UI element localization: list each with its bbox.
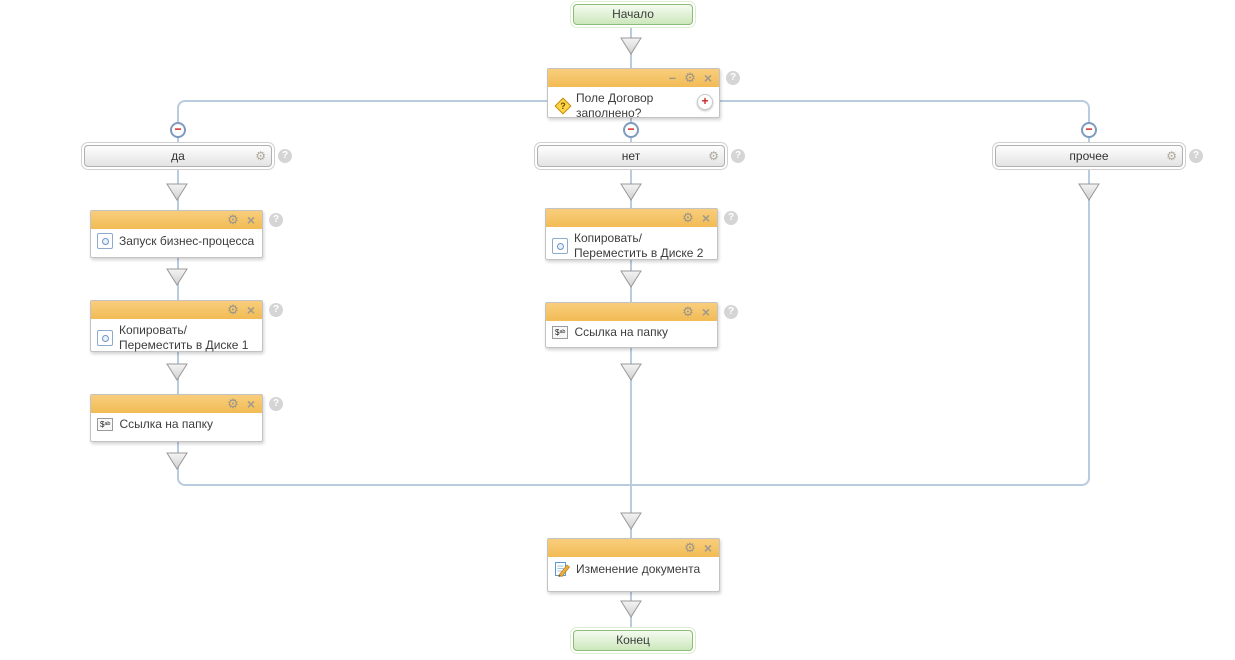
activity-label: Копировать/Переместить в Диске 1 — [119, 323, 249, 352]
help-icon[interactable]: ? — [1189, 149, 1203, 163]
flow-arrow-icon[interactable] — [620, 183, 642, 201]
business-process-icon — [97, 233, 113, 249]
connector-corner — [718, 100, 1090, 146]
start-node: Начало — [573, 4, 693, 25]
activity-label: Ссылка на папку — [119, 417, 213, 431]
branch-other-label: прочее — [1069, 149, 1109, 163]
add-branch-icon[interactable]: + — [697, 94, 713, 110]
close-icon[interactable]: × — [701, 210, 710, 226]
connector-corner — [177, 442, 631, 486]
flow-arrow-icon[interactable] — [166, 268, 188, 286]
gear-icon[interactable]: ⚙ — [708, 149, 719, 163]
copy-move-icon — [97, 330, 113, 346]
help-icon[interactable]: ? — [726, 71, 740, 85]
close-icon[interactable]: × — [246, 302, 255, 318]
variable-icon: $ᵃᵇ — [97, 418, 114, 431]
activity-block-folder-link-middle[interactable]: ⚙ × $ᵃᵇ Ссылка на папку — [545, 302, 718, 348]
collapse-branch-icon[interactable]: − — [1081, 122, 1097, 138]
block-header: ⚙ × — [91, 211, 262, 229]
help-icon[interactable]: ? — [724, 211, 738, 225]
branch-yes-label: да — [171, 149, 185, 163]
close-icon[interactable]: × — [246, 396, 255, 412]
flow-arrow-icon[interactable] — [166, 183, 188, 201]
minimize-icon[interactable]: – — [668, 70, 677, 85]
help-icon[interactable]: ? — [269, 397, 283, 411]
connector-corner — [177, 100, 549, 146]
help-icon[interactable]: ? — [731, 149, 745, 163]
connector-line — [630, 348, 632, 538]
gear-icon[interactable]: ⚙ — [1166, 149, 1177, 163]
variable-icon: $ᵃᵇ — [552, 326, 569, 339]
activity-label: Ссылка на папку — [574, 325, 668, 339]
gear-icon[interactable]: ⚙ — [684, 540, 696, 555]
activity-label: Запуск бизнес-процесса — [119, 233, 255, 248]
activity-block-copy-move-disk1[interactable]: ⚙ × Копировать/Переместить в Диске 1 — [90, 300, 263, 352]
activity-label: Копировать/Переместить в Диске 2 — [574, 231, 704, 260]
gear-icon[interactable]: ⚙ — [684, 70, 696, 85]
flow-arrow-icon[interactable] — [166, 452, 188, 470]
gear-icon[interactable]: ⚙ — [682, 210, 694, 225]
copy-move-icon — [552, 238, 568, 254]
activity-block-start-business-process[interactable]: ⚙ × Запуск бизнес-процесса — [90, 210, 263, 258]
condition-title: Поле Договор заполнено? — [576, 91, 654, 120]
flow-arrow-icon[interactable] — [620, 512, 642, 530]
branch-yes-pill[interactable]: да ⚙ — [84, 145, 272, 167]
block-header: ⚙ × — [548, 539, 719, 557]
block-header: ⚙ × — [91, 301, 262, 319]
block-header: – ⚙ × — [548, 69, 719, 87]
connector-corner — [631, 167, 1090, 486]
gear-icon[interactable]: ⚙ — [227, 396, 239, 411]
condition-block[interactable]: – ⚙ × ? Поле Договор заполнено? + — [547, 68, 720, 120]
end-node: Конец — [573, 630, 693, 651]
gear-icon[interactable]: ⚙ — [227, 302, 239, 317]
collapse-branch-icon[interactable]: − — [623, 122, 639, 138]
flow-arrow-icon[interactable] — [620, 363, 642, 381]
close-icon[interactable]: × — [246, 212, 255, 228]
activity-block-folder-link-left[interactable]: ⚙ × $ᵃᵇ Ссылка на папку — [90, 394, 263, 442]
condition-icon: ? — [554, 97, 572, 115]
flow-arrow-icon[interactable] — [1078, 183, 1100, 201]
branch-no-pill[interactable]: нет ⚙ — [537, 145, 725, 167]
flow-arrow-icon[interactable] — [620, 37, 642, 55]
help-icon[interactable]: ? — [269, 303, 283, 317]
branch-no-label: нет — [621, 149, 641, 163]
gear-icon[interactable]: ⚙ — [255, 149, 266, 163]
close-icon[interactable]: × — [703, 70, 712, 86]
collapse-branch-icon[interactable]: − — [170, 122, 186, 138]
flow-arrow-icon[interactable] — [166, 363, 188, 381]
activity-label: Изменение документа — [576, 562, 701, 576]
activity-block-copy-move-disk2[interactable]: ⚙ × Копировать/Переместить в Диске 2 — [545, 208, 718, 260]
flow-arrow-icon[interactable] — [620, 270, 642, 288]
close-icon[interactable]: × — [701, 304, 710, 320]
block-header: ⚙ × — [546, 303, 717, 321]
end-node-label: Конец — [616, 633, 650, 647]
edit-document-icon — [554, 561, 571, 578]
close-icon[interactable]: × — [703, 540, 712, 556]
block-header: ⚙ × — [91, 395, 262, 413]
branch-other-pill[interactable]: прочее ⚙ — [995, 145, 1183, 167]
activity-block-edit-document[interactable]: ⚙ × Изменение документа — [547, 538, 720, 592]
help-icon[interactable]: ? — [724, 305, 738, 319]
gear-icon[interactable]: ⚙ — [227, 212, 239, 227]
gear-icon[interactable]: ⚙ — [682, 304, 694, 319]
help-icon[interactable]: ? — [278, 149, 292, 163]
start-node-label: Начало — [612, 7, 654, 21]
flow-arrow-icon[interactable] — [620, 600, 642, 618]
help-icon[interactable]: ? — [269, 213, 283, 227]
block-header: ⚙ × — [546, 209, 717, 227]
